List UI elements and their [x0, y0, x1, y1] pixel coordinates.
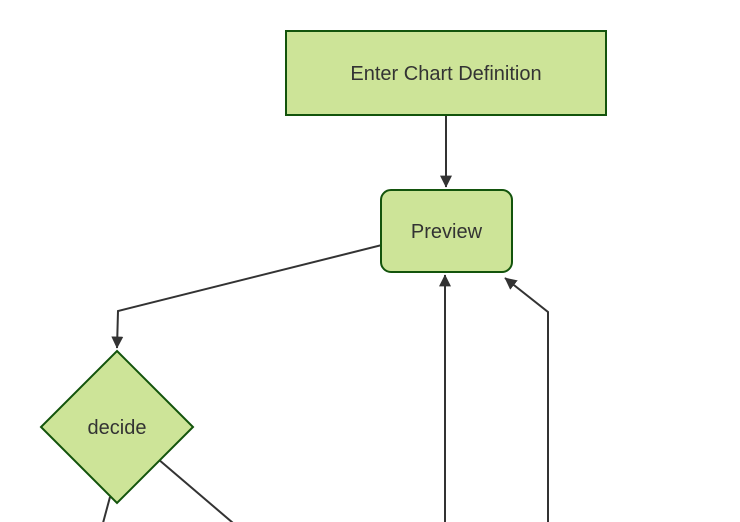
preview-label: Preview — [411, 221, 483, 243]
enter-chart-definition-label: Enter Chart Definition — [350, 63, 541, 85]
node-preview: Preview — [380, 189, 513, 273]
edge-bottom-right-to-preview — [504, 277, 549, 522]
decide-diamond — [39, 349, 195, 505]
node-decide: decide — [39, 349, 195, 505]
node-enter-chart-definition: Enter Chart Definition — [285, 30, 607, 116]
preview-box — [380, 189, 513, 273]
edge-decide-to-offscreen-right — [157, 458, 234, 522]
enter-chart-definition-box — [285, 30, 607, 116]
edge-preview-to-decide — [111, 244, 383, 349]
decide-label: decide — [88, 417, 147, 439]
edge-decide-to-offscreen-left — [102, 496, 111, 522]
